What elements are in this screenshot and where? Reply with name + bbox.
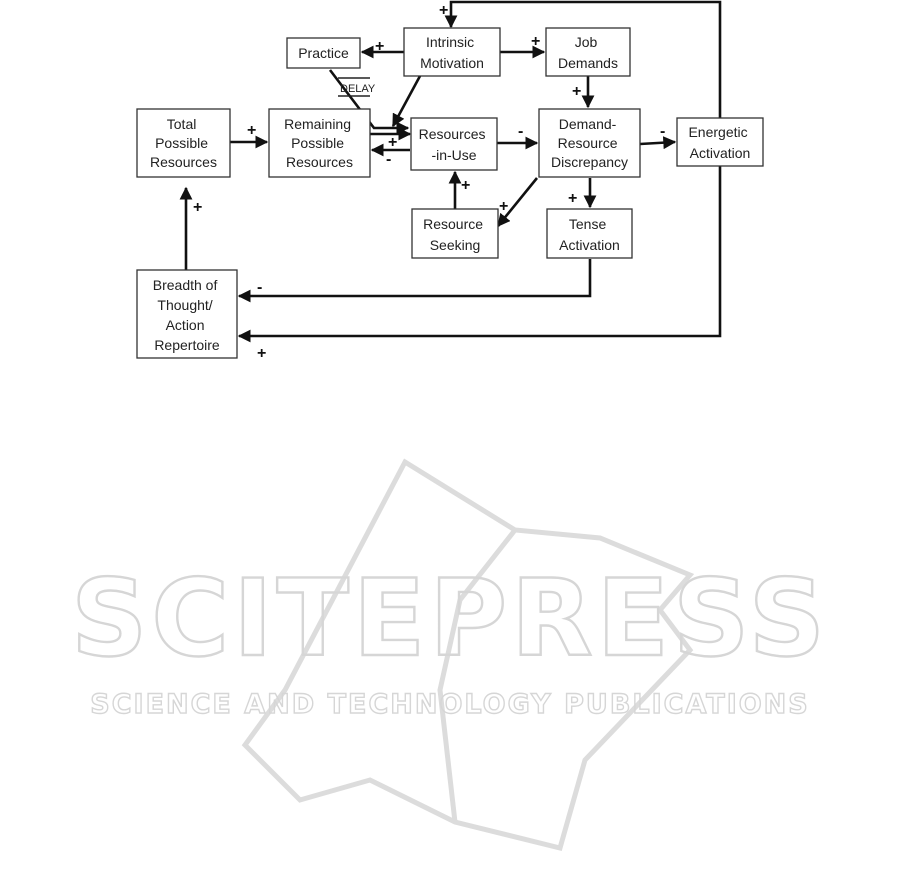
node-resource-seeking: Resource Seeking [411, 208, 499, 259]
sign-discrepancy-to-energetic: - [660, 123, 665, 140]
edge-energetic-to-breadth [237, 166, 722, 343]
node-intrinsic-motivation-line-1: Intrinsic [426, 34, 474, 50]
node-resources-in-use-line-1: Resources [419, 126, 486, 142]
node-total-possible-resources: Total Possible Resources [136, 108, 231, 178]
edge-practice-to-resources-in-use [328, 69, 410, 135]
svg-text:Breadth of Thought/: Breadth of Thought/ Action Repertoire [153, 277, 222, 353]
watermark-title: SCITEPRESS [71, 557, 829, 680]
node-job-demands-line-1: Job [575, 34, 598, 50]
watermark-subtitle: SCIENCE AND TECHNOLOGY PUBLICATIONS [90, 689, 809, 720]
svg-text:Intrinsic Motivation: Intrinsic Motivation [420, 34, 484, 71]
sign-intrinsic-to-job-demands: + [531, 33, 540, 50]
sign-job-demands-to-discrepancy: + [572, 83, 581, 100]
node-resources-in-use: Resources -in-Use [410, 117, 498, 171]
node-resource-seeking-line-1: Resource [423, 216, 483, 232]
sign-breadth-to-total: + [193, 199, 202, 216]
node-discrepancy-line-3: Discrepancy [551, 154, 628, 170]
node-total-line-1: Total [167, 116, 197, 132]
svg-text:Remaining Possible: Remaining Possible Resources [284, 116, 355, 170]
edges [179, 0, 722, 343]
sign-resources-in-use-to-remaining: - [386, 151, 391, 168]
svg-text:Demand- Resource D: Demand- Resource Discrepancy [551, 116, 628, 170]
node-breadth-line-2: Thought/ [157, 297, 212, 313]
node-breadth-line-4: Repertoire [154, 337, 220, 353]
sign-total-to-remaining: + [247, 122, 256, 139]
delay-label: DELAY [340, 83, 376, 95]
svg-text:Resource Seeking: Resource Seeking [423, 216, 487, 253]
node-resource-seeking-line-2: Seeking [430, 237, 481, 253]
svg-text:Job Demands: Job Demands [558, 34, 618, 71]
node-practice-label: Practice [298, 45, 349, 61]
edge-signs: + + + + + + - - - + + + + - + [193, 2, 665, 362]
sign-discrepancy-to-tense: + [568, 190, 577, 207]
svg-text:Energetic Activation: Energetic Activation [688, 124, 751, 161]
node-remaining-line-3: Resources [286, 154, 353, 170]
node-tense-line-2: Activation [559, 237, 620, 253]
edge-intrinsic-to-resources-in-use [391, 75, 422, 128]
edge-discrepancy-to-energetic [639, 136, 677, 150]
node-tense-activation: Tense Activation [546, 208, 633, 259]
node-discrepancy-line-2: Resource [558, 135, 618, 151]
delay-marker: DELAY [338, 77, 376, 97]
node-energetic-activation: Energetic Activation [676, 117, 764, 167]
node-breadth-of-thought: Breadth of Thought/ Action Repertoire [136, 269, 238, 359]
edge-tense-to-breadth [237, 259, 592, 303]
node-discrepancy-line-1: Demand- [559, 116, 617, 132]
node-resources-in-use-line-2: -in-Use [431, 147, 476, 163]
node-energetic-line-2: Activation [690, 145, 751, 161]
node-total-line-3: Resources [150, 154, 217, 170]
node-energetic-line-1: Energetic [688, 124, 747, 140]
watermark: SCITEPRESS SCIENCE AND TECHNOLOGY PUBLIC… [70, 458, 829, 852]
sign-tense-to-breadth: - [257, 279, 262, 296]
sign-intrinsic-to-practice: + [375, 38, 384, 55]
node-remaining-line-2: Possible [291, 135, 344, 151]
edge-discrepancy-to-resource-seeking [496, 177, 539, 228]
node-total-line-2: Possible [155, 135, 208, 151]
node-intrinsic-motivation-line-2: Motivation [420, 55, 484, 71]
node-breadth-line-1: Breadth of [153, 277, 218, 293]
node-breadth-line-3: Action [166, 317, 205, 333]
node-remaining-possible-resources: Remaining Possible Resources [268, 108, 371, 178]
node-job-demands-line-2: Demands [558, 55, 618, 71]
svg-text:Total Possible Res: Total Possible Resources [150, 116, 217, 170]
node-demand-resource-discrepancy: Demand- Resource Discrepancy [538, 108, 641, 178]
sign-resource-seeking-to-resources-in-use: + [461, 177, 470, 194]
sign-discrepancy-to-resource-seeking: + [499, 198, 508, 215]
svg-text:Resources -in-Use: Resources -in-Use [419, 126, 490, 163]
svg-text:Tense Activation: Tense Activation [559, 216, 620, 253]
node-intrinsic-motivation: Intrinsic Motivation [403, 27, 501, 77]
edge-energetic-to-intrinsic [444, 0, 722, 120]
sign-energetic-to-breadth: + [257, 345, 266, 362]
watermark-book-icon [241, 458, 695, 852]
sign-resources-in-use-to-discrepancy: - [518, 123, 523, 140]
watermark-book-spine [437, 528, 517, 823]
sign-practice-to-resources-in-use: + [388, 134, 397, 151]
node-tense-line-1: Tense [569, 216, 607, 232]
node-job-demands: Job Demands [545, 27, 631, 77]
node-practice: Practice [286, 37, 361, 69]
node-remaining-line-1: Remaining [284, 116, 351, 132]
sign-energetic-to-intrinsic: + [439, 2, 448, 19]
